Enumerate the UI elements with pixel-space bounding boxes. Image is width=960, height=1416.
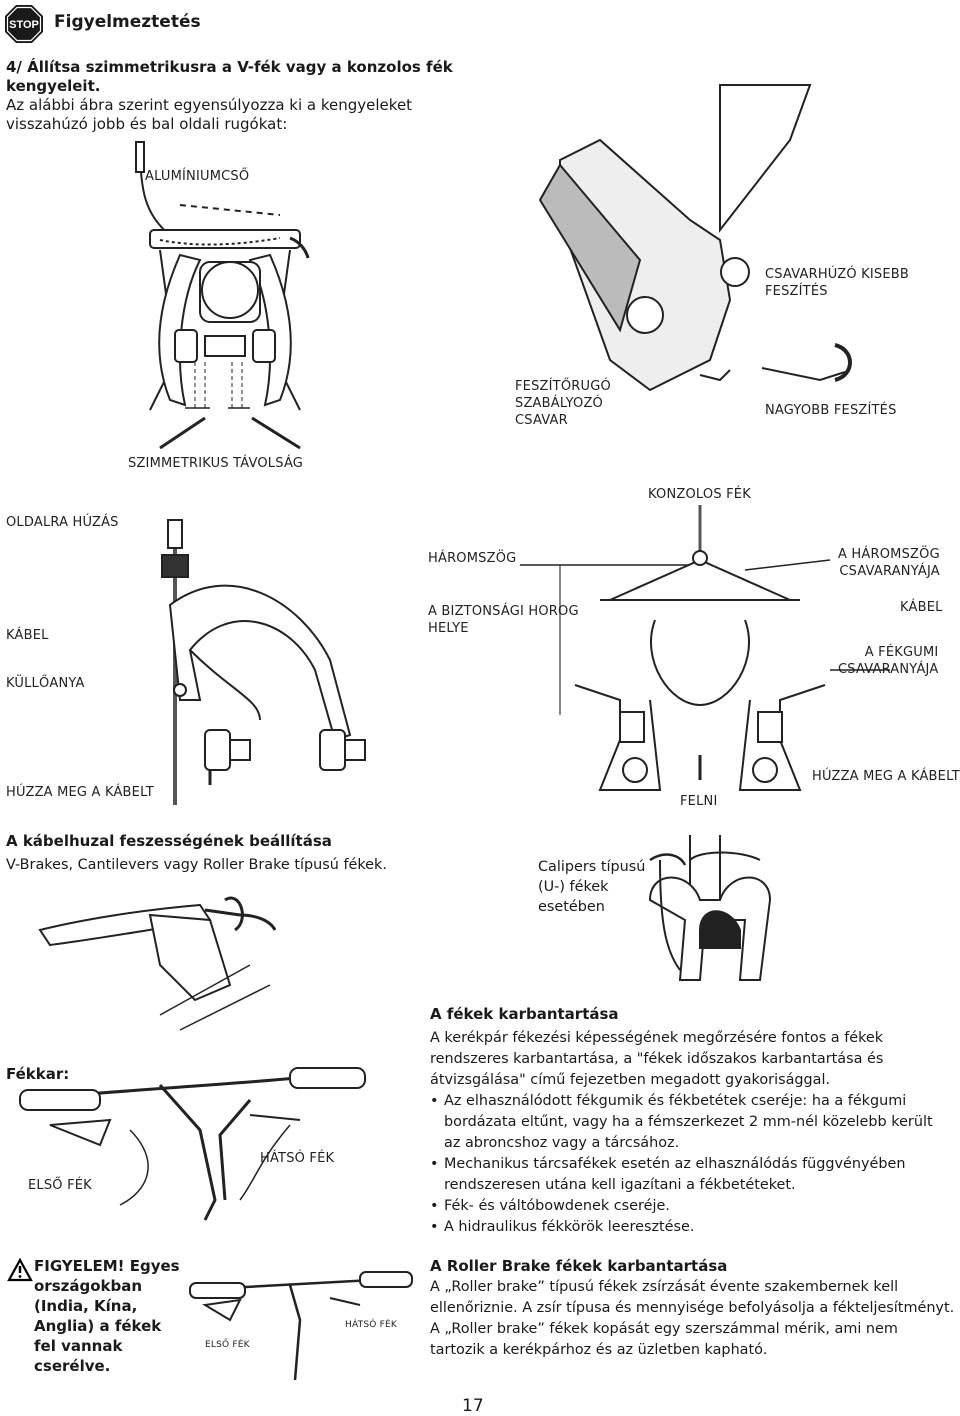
label-pad-ratio-line-1: A FÉKGUMI xyxy=(864,645,939,660)
label-less-tension-line-1: CSAVARHÚZÓ KISEBB xyxy=(765,267,910,282)
label-front-brake-small: ELSŐ FÉK xyxy=(205,1340,250,1350)
label-front-brake: ELSŐ FÉK xyxy=(28,1178,92,1193)
cable-tension-subtitle: V-Brakes, Cantilevers vagy Roller Brake … xyxy=(6,857,387,873)
label-safety-hook-line-1: A BIZTONSÁGI HOROG xyxy=(428,604,579,619)
label-rear-brake: HÁTSÓ FÉK xyxy=(260,1151,335,1166)
handlebar-drawing-large xyxy=(19,1067,366,1221)
intro-heading: 4/ Állítsa szimmetrikusra a V-fék vagy a… xyxy=(6,58,453,95)
label-cable-right: KÁBEL xyxy=(900,600,943,615)
caliper-note-line-2: (U-) fékek xyxy=(538,879,609,895)
maintenance-bullet: Az elhasználódott fékgumik és fékbetétek… xyxy=(430,1091,950,1154)
intro-block: 4/ Állítsa szimmetrikusra a V-fék vagy a… xyxy=(6,58,526,134)
label-side-pull: OLDALRA HÚZÁS xyxy=(6,515,119,530)
label-cable-left: KÁBEL xyxy=(6,628,49,643)
caliper-note: Calipers típusú (U-) fékek esetében xyxy=(538,857,645,917)
label-rear-brake-small: HÁTSÓ FÉK xyxy=(345,1320,397,1330)
roller-paragraph: A „Roller brake” típusú fékek zsírzását … xyxy=(430,1279,955,1358)
roller-title: A Roller Brake fékek karbantartása xyxy=(430,1257,728,1275)
label-less-tension-line-2: FESZÍTÉS xyxy=(765,284,828,299)
label-triangle-ratio-line-1: A HÁROMSZÖG xyxy=(838,547,940,562)
warning-box: FIGYELEM! Egyes országokban (India, Kína… xyxy=(8,1256,183,1376)
label-aluminium-tube: ALUMÍNIUMCSŐ xyxy=(145,169,250,184)
u-brake-drawing xyxy=(648,835,772,981)
page-number: 17 xyxy=(462,1396,484,1416)
label-triangle-ratio-line-2: CSAVARANYÁJA xyxy=(839,564,940,579)
label-spring-screw-line-2: SZABÁLYOZÓ xyxy=(515,396,603,411)
label-triangle: HÁROMSZÖG xyxy=(428,551,517,566)
caliper-note-line-1: Calipers típusú xyxy=(538,859,646,875)
maintenance-paragraph: A kerékpár fékezési képességének megőrzé… xyxy=(430,1030,884,1088)
brake-lever-drawing xyxy=(38,896,277,1031)
label-pad-ratio-line-2: CSAVARANYÁJA xyxy=(838,662,939,677)
caliper-brake-drawing xyxy=(161,519,366,805)
maintenance-bullet: Fék- és váltóbowdenek cseréje. xyxy=(430,1196,950,1217)
intro-line-1: Az alábbi ábra szerint egyensúlyozza ki … xyxy=(6,96,413,114)
label-spring-screw: FESZÍTŐRUGÓ SZABÁLYOZÓ CSAVAR xyxy=(515,378,611,429)
cable-tension-title: A kábelhuzal feszességének beállítása xyxy=(6,832,332,850)
warning-triangle-icon xyxy=(7,1257,33,1282)
intro-line-2: visszahúzó jobb és bal oldali rugókat: xyxy=(6,115,288,133)
label-spring-screw-line-1: FESZÍTŐRUGÓ xyxy=(515,379,611,394)
label-more-tension: NAGYOBB FESZÍTÉS xyxy=(765,403,897,418)
label-rim: FELNI xyxy=(680,794,718,809)
warning-title: Figyelmeztetés xyxy=(54,12,201,32)
maintenance-bullet: A hidraulikus fékkörök leeresztése. xyxy=(430,1217,950,1238)
caliper-note-line-3: esetében xyxy=(538,899,605,915)
levers-title: Fékkar: xyxy=(6,1065,70,1083)
v-brake-drawing xyxy=(135,141,310,450)
label-pad-ratio: A FÉKGUMI CSAVARANYÁJA xyxy=(838,644,938,678)
maintenance-block: A kerékpár fékezési képességének megőrzé… xyxy=(430,1028,950,1238)
maintenance-bullet: Mechanikus tárcsafékek esetén az elhaszn… xyxy=(430,1154,950,1196)
label-safety-hook-line-2: HELYE xyxy=(428,621,469,636)
v-brake-arm-closeup xyxy=(538,84,852,392)
label-less-tension: CSAVARHÚZÓ KISEBB FESZÍTÉS xyxy=(765,266,909,300)
cantilever-brake-drawing xyxy=(520,505,890,791)
label-pull-cable-right: HÚZZA MEG A KÁBELT xyxy=(812,769,960,784)
label-spring-screw-line-3: CSAVAR xyxy=(515,413,568,428)
label-symmetric-distance: SZIMMETRIKUS TÁVOLSÁG xyxy=(128,456,304,471)
stop-icon-text: STOP xyxy=(9,19,39,31)
label-triangle-ratio: A HÁROMSZÖG CSAVARANYÁJA xyxy=(838,546,940,580)
label-safety-hook: A BIZTONSÁGI HOROG HELYE xyxy=(428,603,579,637)
warning-lead: FIGYELEM! xyxy=(34,1257,125,1275)
warning-text: Egyes országokban (India, Kína, Anglia) … xyxy=(34,1257,180,1375)
label-cantilever-title: KONZOLOS FÉK xyxy=(648,487,751,502)
stop-sign-icon: STOP xyxy=(5,5,43,43)
label-pull-cable-left: HÚZZA MEG A KÁBELT xyxy=(6,785,154,800)
label-spoke-nut: KÜLLŐANYA xyxy=(6,676,85,691)
maintenance-title: A fékek karbantartása xyxy=(430,1005,619,1023)
handlebar-drawing-small xyxy=(189,1271,413,1381)
